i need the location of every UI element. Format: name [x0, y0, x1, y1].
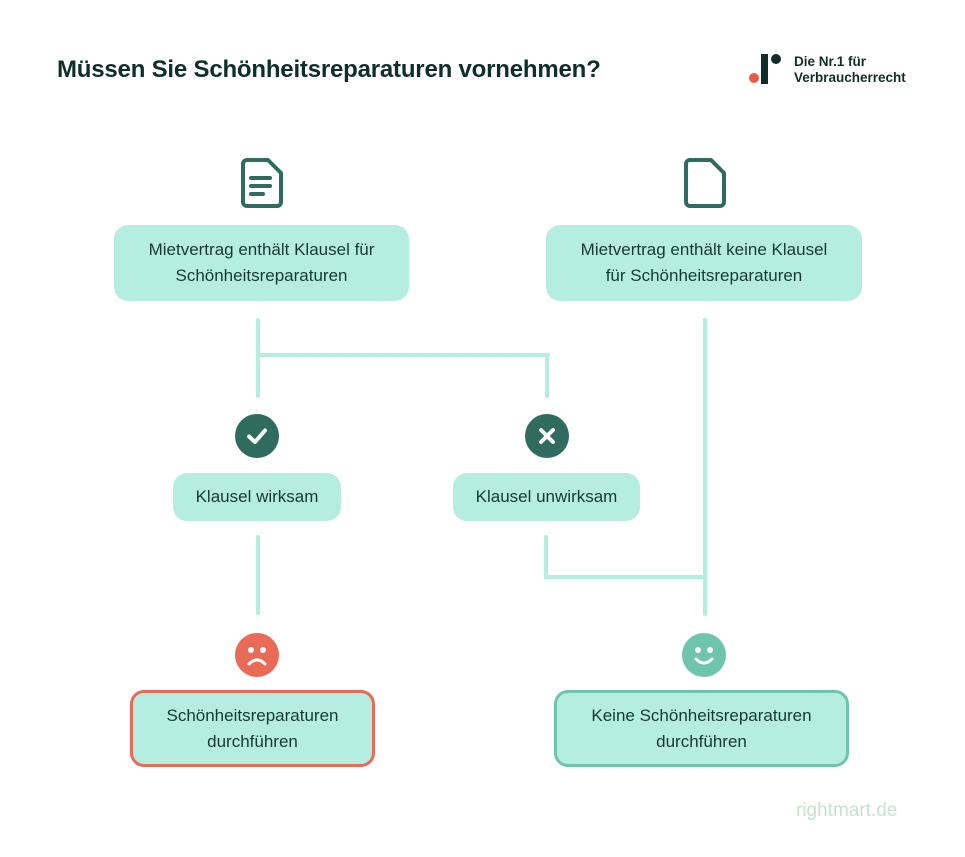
x-circle-icon [525, 414, 569, 458]
node-contract-with-clause: Mietvertrag enthält Klausel für Schönhei… [114, 225, 409, 301]
connector-line [256, 535, 260, 615]
connector-line [544, 575, 707, 579]
node-must-repair: Schönheitsreparaturen durchführen [130, 690, 375, 767]
connector-line [544, 535, 548, 579]
check-circle-icon [235, 414, 279, 458]
connector-line [545, 353, 549, 398]
logo-tagline: Die Nr.1 für Verbraucherrecht [794, 54, 906, 85]
footer-brand: rightmart.de [796, 800, 898, 821]
node-clause-ineffective: Klausel unwirksam [453, 473, 640, 521]
happy-face-icon [682, 633, 726, 677]
connector-line [256, 353, 550, 357]
node-contract-without-clause: Mietvertrag enthält keine Klausel für Sc… [546, 225, 862, 301]
document-blank-icon [684, 158, 726, 208]
logo-mark-icon [749, 54, 781, 84]
brand-logo: Die Nr.1 für Verbraucherrecht [748, 53, 918, 87]
page-title: Müssen Sie Schönheitsreparaturen vornehm… [57, 56, 601, 83]
connector-line [256, 318, 260, 398]
document-lines-icon [241, 158, 283, 208]
sad-face-icon [235, 633, 279, 677]
node-clause-effective: Klausel wirksam [173, 473, 341, 521]
node-no-repair: Keine Schönheitsreparaturen durchführen [554, 690, 849, 767]
connector-line [703, 318, 707, 616]
